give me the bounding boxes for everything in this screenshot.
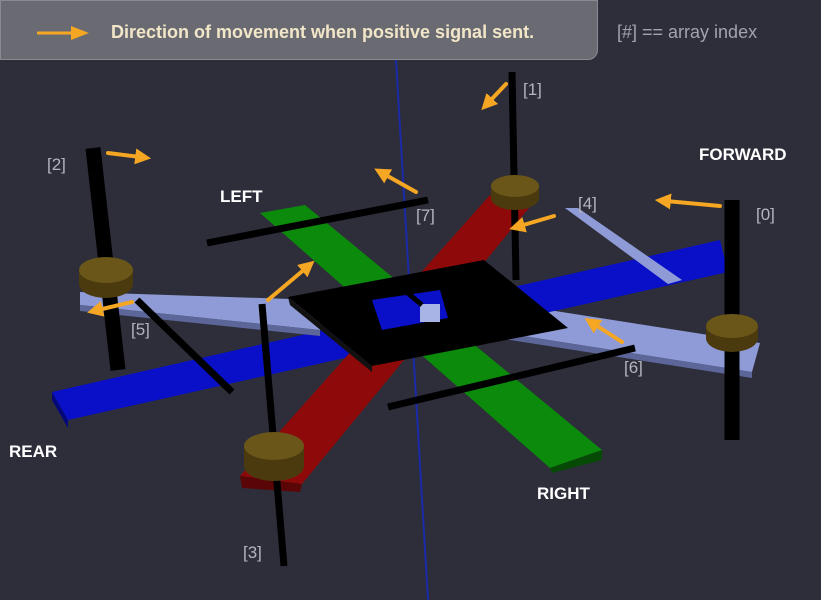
label-left: LEFT: [220, 187, 263, 206]
label-right: RIGHT: [537, 484, 590, 503]
movement-arrow-2: [106, 148, 152, 165]
index-label-4: [4]: [578, 194, 597, 213]
index-label-3: [3]: [243, 543, 262, 562]
index-label-1: [1]: [523, 80, 542, 99]
index-note: [#] == array index: [617, 22, 758, 42]
arrow-right-icon: [37, 26, 89, 40]
movement-arrow-5: [87, 300, 134, 317]
label-forward: FORWARD: [699, 145, 787, 164]
surface-7: [206, 196, 429, 247]
movement-arrow-6: [584, 317, 624, 344]
legend-text: Direction of movement when positive sign…: [111, 22, 535, 42]
center-cube: [420, 304, 440, 322]
movement-arrow-1: [481, 82, 508, 111]
index-label-2: [2]: [47, 155, 66, 174]
movement-arrow-0: [654, 193, 722, 210]
index-label-6: [6]: [624, 358, 643, 377]
index-label-0: [0]: [756, 205, 775, 224]
legend-box: Direction of movement when positive sign…: [0, 0, 598, 60]
movement-arrow-7: [374, 168, 418, 194]
index-label-7: [7]: [416, 206, 435, 225]
surface-6: [387, 344, 636, 411]
label-rear: REAR: [9, 442, 58, 461]
index-label-5: [5]: [131, 320, 150, 339]
movement-arrow-4: [509, 214, 556, 233]
rail-4: [565, 208, 682, 284]
movement-arrow-3: [266, 260, 315, 302]
surface-5: [134, 297, 235, 395]
